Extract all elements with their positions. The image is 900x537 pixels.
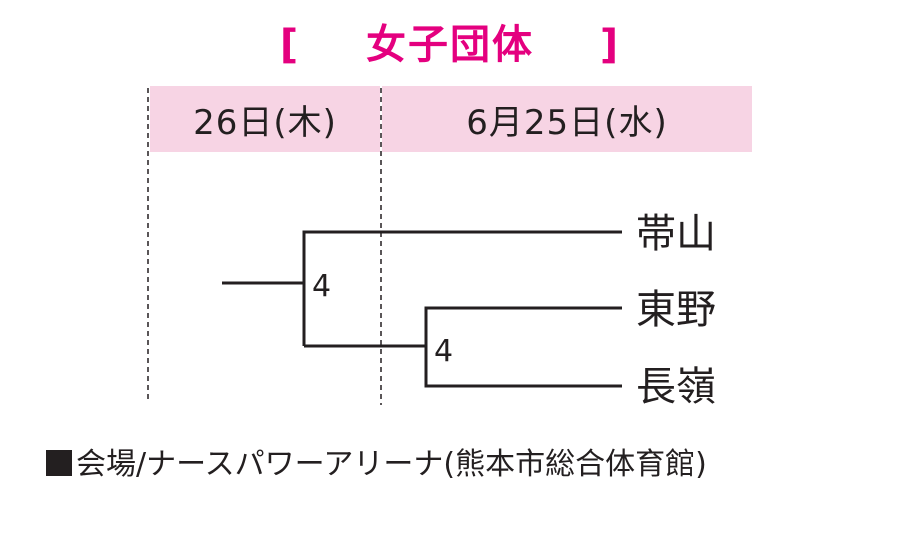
team-2: 東野 <box>636 287 716 333</box>
bracket-title: [ 女子団体 ] <box>0 12 900 70</box>
day-label-25: 6月25日(水) <box>466 102 668 143</box>
venue-text: 会場/ナースパワーアリーナ(熊本市総合体育館) <box>76 447 707 482</box>
title-bracket-close: ] <box>599 22 621 68</box>
score-semifinal: 4 <box>434 334 454 369</box>
title-text: 女子団体 <box>366 22 534 68</box>
day-band-26: 26日(木) <box>150 86 380 152</box>
line-team-1 <box>302 230 622 346</box>
team-1: 帯山 <box>636 211 716 257</box>
title-bracket-open: [ <box>279 22 301 68</box>
venue-note: 会場/ナースパワーアリーナ(熊本市総合体育館) <box>46 450 707 480</box>
score-final: 4 <box>312 269 332 304</box>
day-label-26: 26日(木) <box>193 102 337 143</box>
day-band-25: 6月25日(水) <box>382 86 752 152</box>
line-team-2-3 <box>424 306 622 388</box>
team-3: 長嶺 <box>636 364 716 410</box>
venue-marker <box>46 450 72 476</box>
